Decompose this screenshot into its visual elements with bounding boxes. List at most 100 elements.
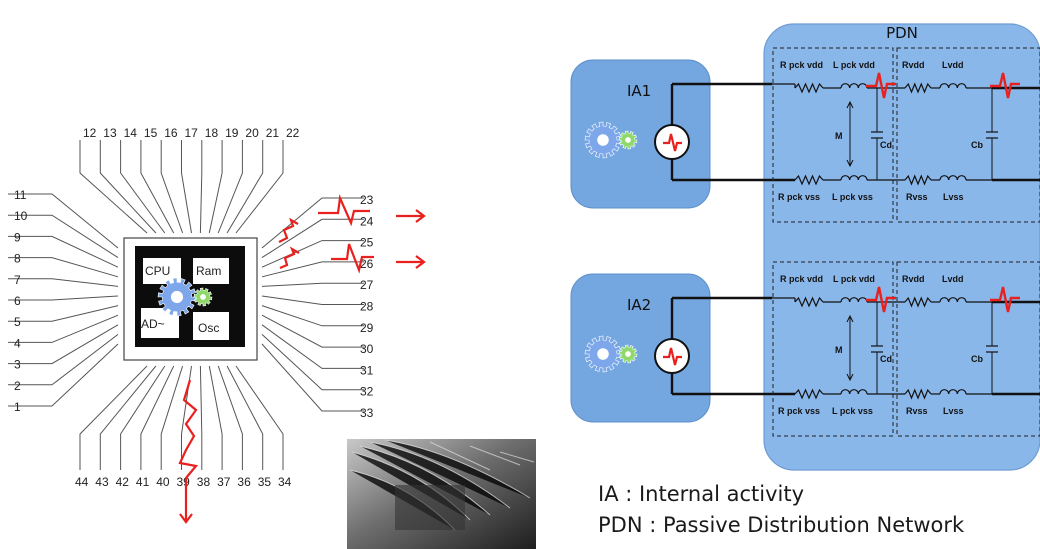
arrow-right-1 bbox=[396, 209, 426, 223]
lead-left bbox=[8, 295, 119, 301]
gear-small-icon bbox=[193, 287, 213, 307]
lead-bottom bbox=[120, 365, 166, 470]
lead-right bbox=[261, 197, 364, 249]
wave-glyph-1 bbox=[278, 217, 299, 243]
lead-right bbox=[261, 305, 364, 327]
ram-block bbox=[193, 258, 229, 284]
pin-label-bottom: 44 bbox=[75, 475, 89, 489]
lvss-label: Lvss bbox=[943, 192, 964, 202]
lead-top bbox=[99, 140, 157, 234]
lead-top bbox=[160, 140, 184, 234]
lead-right bbox=[261, 324, 364, 369]
cpu-label: CPU bbox=[145, 264, 170, 278]
pin-label-bottom: 34 bbox=[278, 475, 292, 489]
wave-glyph bbox=[990, 72, 1020, 99]
lead-top bbox=[79, 140, 148, 234]
pin-label-right: 29 bbox=[360, 321, 374, 335]
legend-pdn: PDN : Passive Distribution Network bbox=[598, 513, 965, 537]
arrow-right-2 bbox=[396, 255, 426, 269]
die-box bbox=[896, 261, 1040, 437]
lead-bottom bbox=[160, 365, 184, 470]
lead-right bbox=[261, 240, 364, 268]
ia-label: IA1 bbox=[627, 82, 651, 100]
gear-icon bbox=[584, 335, 622, 373]
pin-label-right: 25 bbox=[360, 236, 374, 250]
pin-label-left: 2 bbox=[14, 379, 21, 393]
m-label: M bbox=[835, 131, 843, 141]
pin-label-bottom: 36 bbox=[237, 475, 251, 489]
lead-left bbox=[8, 278, 119, 287]
pin-label-top: 14 bbox=[124, 126, 138, 140]
pin-label-right: 32 bbox=[360, 385, 374, 399]
pin-label-top: 17 bbox=[185, 126, 199, 140]
pin-label-top: 16 bbox=[164, 126, 178, 140]
pdn-panel bbox=[763, 23, 1040, 471]
chip-leads bbox=[8, 140, 364, 470]
lead-right bbox=[261, 314, 364, 348]
ia-panel bbox=[570, 273, 711, 423]
lead-top bbox=[217, 140, 243, 234]
r-pck-vdd-label: R pck vdd bbox=[780, 274, 823, 284]
legend-ia: IA : Internal activity bbox=[598, 482, 805, 506]
r-pck-vss-label: R pck vss bbox=[778, 406, 820, 416]
r-pck-vdd-label: R pck vdd bbox=[780, 60, 823, 70]
gear-small-icon bbox=[618, 130, 638, 150]
pin-label-top: 13 bbox=[103, 126, 117, 140]
l-pck-vss-label: L pck vss bbox=[832, 192, 873, 202]
lvdd-label: Lvdd bbox=[942, 60, 964, 70]
wave-glyph-4 bbox=[331, 243, 374, 274]
pin-label-right: 28 bbox=[360, 300, 374, 314]
pin-label-bottom: 35 bbox=[258, 475, 272, 489]
lead-right bbox=[261, 334, 364, 391]
wave-glyph-2 bbox=[279, 246, 300, 270]
pin-label-bottom: 37 bbox=[217, 475, 231, 489]
lead-bottom bbox=[79, 365, 148, 470]
pin-label-left: 4 bbox=[14, 336, 21, 350]
rvss-label: Rvss bbox=[906, 406, 928, 416]
pin-label-top: 22 bbox=[286, 126, 300, 140]
rvdd-label: Rvdd bbox=[902, 60, 925, 70]
pin-label-right: 24 bbox=[360, 214, 374, 228]
pin-label-right: 26 bbox=[360, 257, 374, 271]
lead-left bbox=[8, 334, 119, 386]
pin-label-bottom: 43 bbox=[95, 475, 109, 489]
pin-label-left: 8 bbox=[14, 252, 21, 266]
lead-bottom bbox=[217, 365, 243, 470]
rvdd-label: Rvdd bbox=[902, 274, 925, 284]
osc-label: Osc bbox=[198, 321, 219, 335]
pin-label-left: 6 bbox=[14, 294, 21, 308]
lead-left bbox=[8, 257, 119, 278]
pin-label-top: 15 bbox=[144, 126, 158, 140]
lead-left bbox=[8, 193, 119, 249]
lead-top bbox=[235, 140, 284, 234]
pin-label-left: 10 bbox=[14, 209, 28, 223]
adc-label: AD~ bbox=[141, 317, 165, 331]
ram-label: Ram bbox=[196, 264, 221, 278]
lead-right bbox=[261, 343, 364, 412]
package-box bbox=[772, 47, 894, 223]
wave-glyph-5 bbox=[178, 379, 199, 479]
lead-top bbox=[140, 140, 175, 234]
lead-bottom bbox=[140, 365, 175, 470]
lead-left bbox=[8, 214, 119, 259]
rvss-label: Rvss bbox=[906, 192, 928, 202]
pin-label-right: 27 bbox=[360, 278, 374, 292]
l-pck-vss-label: L pck vss bbox=[832, 406, 873, 416]
pin-label-top: 12 bbox=[83, 126, 97, 140]
lvss-label: Lvss bbox=[943, 406, 964, 416]
pin-label-top: 21 bbox=[266, 126, 280, 140]
pin-label-bottom: 38 bbox=[197, 475, 211, 489]
cd-label: Cd bbox=[880, 140, 892, 150]
cb-label: Cb bbox=[971, 140, 983, 150]
lead-right bbox=[261, 295, 364, 305]
lvdd-label: Lvdd bbox=[942, 274, 964, 284]
lead-bottom bbox=[199, 365, 203, 470]
pin-label-right: 23 bbox=[360, 193, 374, 207]
pdn-title: PDN bbox=[886, 24, 918, 42]
lead-top bbox=[120, 140, 166, 234]
